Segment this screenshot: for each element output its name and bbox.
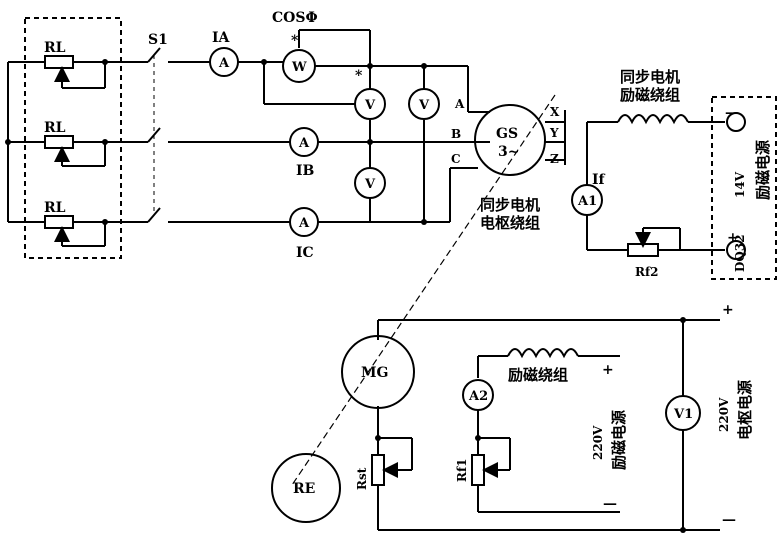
load-label-3: RL [44, 200, 66, 216]
ia-label: IA [212, 30, 231, 46]
voltmeter-v1 [665, 395, 701, 431]
generator-field-winding [617, 114, 689, 125]
motor-field-winding [507, 348, 579, 359]
voltmeter-3-letter: V [364, 177, 376, 192]
supply-minus: — [725, 105, 739, 121]
dq32-supply-box [711, 96, 777, 280]
voltmeter-v1-letter: V1 [673, 407, 693, 422]
terminal-c: C [451, 152, 461, 166]
ic-label: IC [296, 245, 314, 261]
ammeter-ib-letter: A [298, 136, 310, 151]
supply-voltage-14v: 14V [733, 171, 747, 198]
switch-label: S1 [148, 32, 168, 48]
supply-plus: + [727, 230, 739, 246]
voltmeter-1 [354, 88, 386, 120]
voltmeter-2-letter: V [418, 98, 430, 113]
load-box [24, 17, 122, 259]
armature-supply-name: 电枢电源 [736, 380, 754, 440]
load-label-2: RL [44, 120, 66, 136]
field-label-2: 励磁绕组 [620, 86, 680, 104]
load-label-1: RL [44, 40, 66, 56]
ammeter-ic [289, 207, 319, 237]
supply-name-excitation: 励磁电源 [754, 140, 772, 200]
if-label: If [592, 172, 606, 188]
rheostat-rf1 [471, 454, 485, 486]
terminal-y: Y [549, 126, 559, 140]
generator-phase: 3~ [498, 144, 519, 160]
field-supply-name-220: 励磁电源 [610, 410, 628, 470]
motor-name: MG [361, 365, 388, 381]
exciter-load [271, 453, 341, 523]
junction-dots [5, 59, 686, 533]
exciter-name: RE [293, 481, 315, 497]
terminal-z: Z [550, 152, 559, 166]
ammeter-a2 [462, 379, 494, 411]
ammeter-a1-letter: A1 [577, 194, 597, 209]
dc-motor [341, 335, 415, 409]
ib-label: IB [296, 163, 315, 179]
armature-supply-voltage-220: 220V [717, 397, 731, 432]
armature-supply-plus: + [722, 302, 734, 318]
supply-model: DQ32 [733, 234, 747, 272]
armature-supply-minus: — [722, 512, 736, 528]
terminal-b: B [451, 127, 461, 141]
ammeter-ic-letter: A [298, 216, 310, 231]
generator-name: GS [496, 126, 518, 142]
wattmeter [282, 49, 316, 83]
wattmeter-letter: W [291, 60, 307, 75]
field-supply-minus: — [603, 496, 617, 512]
rf2-label: Rf2 [635, 265, 658, 279]
armature-label-1: 同步电机 [480, 196, 540, 214]
ammeter-a1 [571, 184, 603, 216]
terminal-a: A [454, 97, 465, 111]
load-resistor-3 [8, 215, 148, 247]
armature-label-2: 电枢绕组 [480, 214, 540, 232]
voltmeter-3 [354, 167, 386, 199]
field-label-1: 同步电机 [620, 68, 680, 86]
ammeter-ia [209, 47, 239, 77]
rst-label: Rst [355, 467, 369, 490]
load-resistor-2 [8, 135, 148, 167]
motor-field-label: 励磁绕组 [508, 366, 568, 384]
cosphi-label: COSΦ [272, 10, 318, 26]
rheostat-rst [371, 454, 385, 486]
terminal-x: X [550, 105, 560, 119]
field-supply-plus: + [602, 362, 614, 378]
rheostat-rf2 [627, 243, 659, 257]
ammeter-ib [289, 127, 319, 157]
synchronous-generator [474, 104, 546, 176]
voltmeter-1-letter: V [364, 98, 376, 113]
ammeter-ia-letter: A [218, 56, 230, 71]
ammeter-a2-letter: A2 [468, 389, 488, 404]
voltmeter-2 [408, 88, 440, 120]
rf1-label: Rf1 [455, 459, 469, 482]
field-supply-voltage-220: 220V [591, 425, 605, 460]
wattmeter-star-1: * [291, 33, 299, 49]
switch-s1 [147, 47, 161, 223]
load-resistor-1 [8, 55, 148, 89]
wattmeter-star-2: * [355, 68, 363, 84]
